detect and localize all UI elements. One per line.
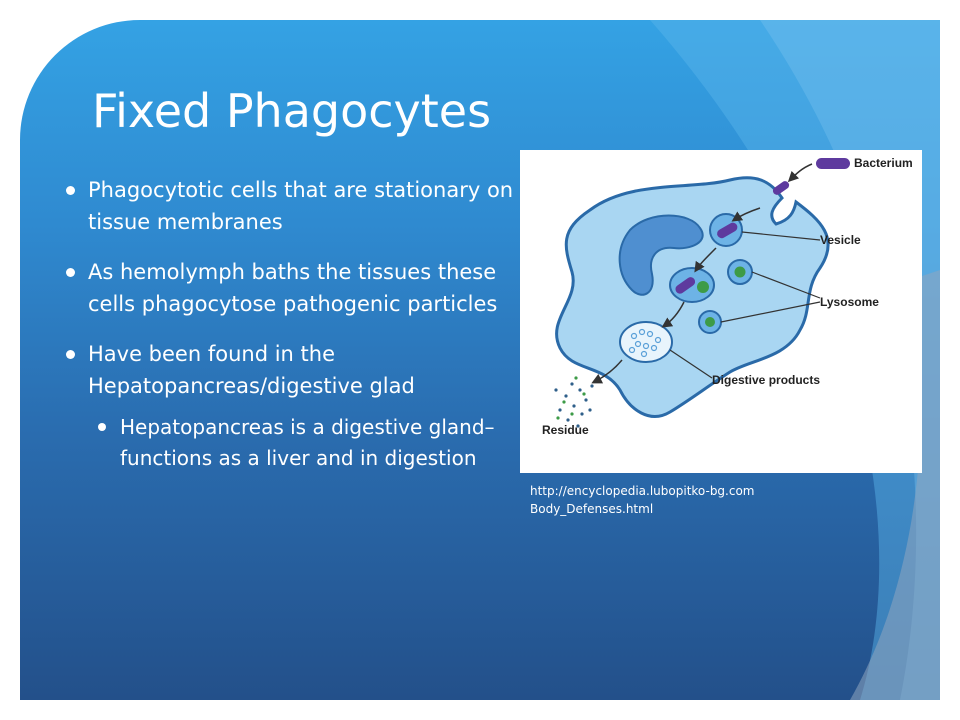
bacterium-icon — [717, 222, 738, 239]
slide: Fixed Phagocytes Phagocytotic cells that… — [20, 20, 940, 700]
lysosome-icon — [697, 281, 709, 293]
bullet-list: Phagocytotic cells that are stationary o… — [66, 174, 526, 474]
bullet-text: As hemolymph baths the tissues these cel… — [88, 260, 498, 316]
label-digestive-products: Digestive products — [712, 373, 820, 387]
bullet-item: Phagocytotic cells that are stationary o… — [66, 174, 526, 238]
bullet-text: Phagocytotic cells that are stationary o… — [88, 178, 514, 234]
bacterium-icon — [816, 158, 850, 169]
bullet-dot-icon — [66, 268, 75, 277]
bullet-dot-icon — [98, 423, 106, 431]
bacterium-icon — [772, 181, 790, 195]
bullet-item: As hemolymph baths the tissues these cel… — [66, 256, 526, 320]
bacterium-icon — [675, 277, 696, 294]
label-vesicle: Vesicle — [820, 233, 861, 247]
nucleus — [618, 214, 704, 296]
bullet-item: Have been found in the Hepatopancreas/di… — [66, 338, 526, 402]
caption-url-line: http://encyclopedia.lubopitko-bg.com — [530, 484, 755, 498]
bullet-dot-icon — [66, 186, 75, 195]
residue-particles — [554, 382, 594, 428]
sub-bullet-text: Hepatopancreas is a digestive gland– fun… — [120, 415, 495, 470]
bullet-dot-icon — [66, 350, 75, 359]
phagocytosis-diagram: Bacterium Vesicle Lysosome Digestive pro… — [520, 150, 922, 473]
figure-caption: http://encyclopedia.lubopitko-bg.com Bod… — [530, 482, 755, 518]
label-lysosome: Lysosome — [820, 295, 879, 309]
slide-title: Fixed Phagocytes — [92, 84, 492, 138]
caption-file-line: Body_Defenses.html — [530, 502, 654, 516]
label-bacterium: Bacterium — [854, 156, 913, 170]
label-residue: Residue — [542, 423, 589, 437]
bullet-text: Have been found in the Hepatopancreas/di… — [88, 342, 415, 398]
sub-bullet-item: Hepatopancreas is a digestive gland– fun… — [66, 412, 526, 474]
